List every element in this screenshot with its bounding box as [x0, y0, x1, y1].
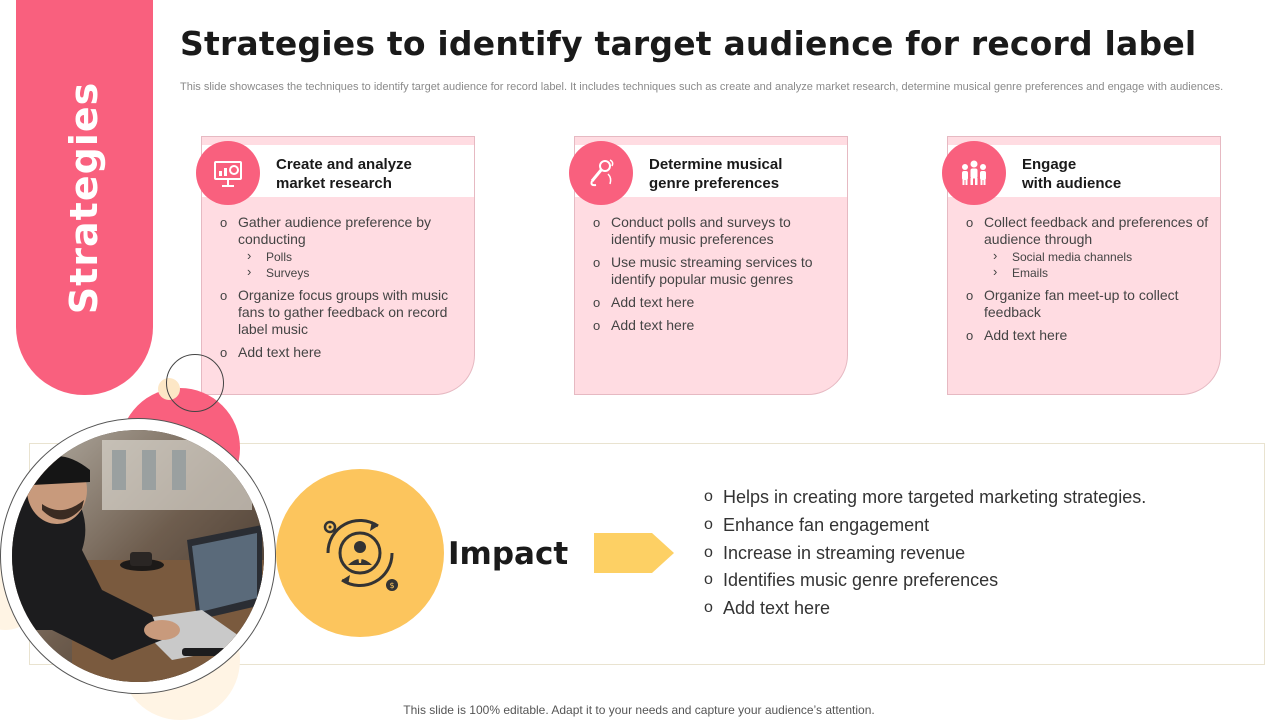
list-item: Conduct polls and surveys to identify mu… — [591, 214, 836, 248]
sub-list-item: Social media channels — [984, 248, 1209, 265]
side-label: Strategies — [62, 81, 106, 315]
sub-list: Social media channels Emails — [984, 248, 1209, 281]
strategy-card-genre-preferences: Determine musical genre preferences Cond… — [569, 136, 848, 395]
list-item-text: Collect feedback and preferences of audi… — [984, 214, 1209, 247]
strategy-card-engage-audience: Engage with audience Collect feedback an… — [942, 136, 1221, 395]
slide-footer: This slide is 100% editable. Adapt it to… — [403, 703, 875, 717]
list-item: Add text here — [704, 597, 1146, 619]
svg-text:$: $ — [389, 581, 394, 590]
presentation-chart-icon — [196, 141, 260, 205]
slide-title: Strategies to identify target audience f… — [180, 24, 1197, 63]
sub-list-item: Surveys — [238, 264, 463, 281]
list-item: Use music streaming services to identify… — [591, 254, 836, 288]
strategy-card-market-research: Create and analyze market research Gathe… — [196, 136, 475, 395]
slide-subtitle: This slide showcases the techniques to i… — [180, 81, 1224, 93]
list-item: Identifies music genre preferences — [704, 569, 1146, 591]
decorative-ring — [166, 354, 224, 412]
list-item: Gather audience preference by conducting… — [218, 214, 463, 281]
card-title-line: genre preferences — [649, 175, 780, 192]
card-title: Engage with audience — [1022, 155, 1121, 193]
impact-label: Impact — [448, 536, 569, 572]
list-item: Organize fan meet-up to collect feedback — [964, 287, 1209, 321]
sub-list: Polls Surveys — [238, 248, 463, 281]
list-item: Add text here — [218, 344, 463, 361]
list-item: Organize focus groups with music fans to… — [218, 287, 463, 338]
card-title-line: Determine musical — [649, 156, 783, 173]
card-bullet-list: Collect feedback and preferences of audi… — [964, 214, 1209, 350]
list-item: Enhance fan engagement — [704, 514, 1146, 536]
card-title-line: Engage — [1022, 156, 1077, 173]
microphone-icon — [569, 141, 633, 205]
list-item: Add text here — [964, 327, 1209, 344]
person-with-laptop-photo — [12, 430, 264, 682]
list-item: Helps in creating more targeted marketin… — [704, 486, 1146, 508]
list-item: Increase in streaming revenue — [704, 542, 1146, 564]
card-title-line: market research — [276, 175, 392, 192]
audience-group-icon — [942, 141, 1006, 205]
businessman-cycle-icon: $ — [276, 469, 444, 637]
card-title: Create and analyze market research — [276, 155, 412, 193]
arrow-right-icon — [594, 533, 674, 573]
list-item-text: Gather audience preference by conducting — [238, 214, 432, 247]
sub-list-item: Polls — [238, 248, 463, 265]
card-title: Determine musical genre preferences — [649, 155, 782, 193]
list-item: Add text here — [591, 294, 836, 311]
list-item: Add text here — [591, 317, 836, 334]
card-bullet-list: Gather audience preference by conducting… — [218, 214, 463, 367]
sub-list-item: Emails — [984, 264, 1209, 281]
impact-bullet-list: Helps in creating more targeted marketin… — [704, 486, 1146, 625]
card-title-line: Create and analyze — [276, 156, 412, 173]
card-bullet-list: Conduct polls and surveys to identify mu… — [591, 214, 836, 340]
side-pill — [16, 0, 153, 395]
card-title-line: with audience — [1022, 175, 1122, 192]
list-item: Collect feedback and preferences of audi… — [964, 214, 1209, 281]
